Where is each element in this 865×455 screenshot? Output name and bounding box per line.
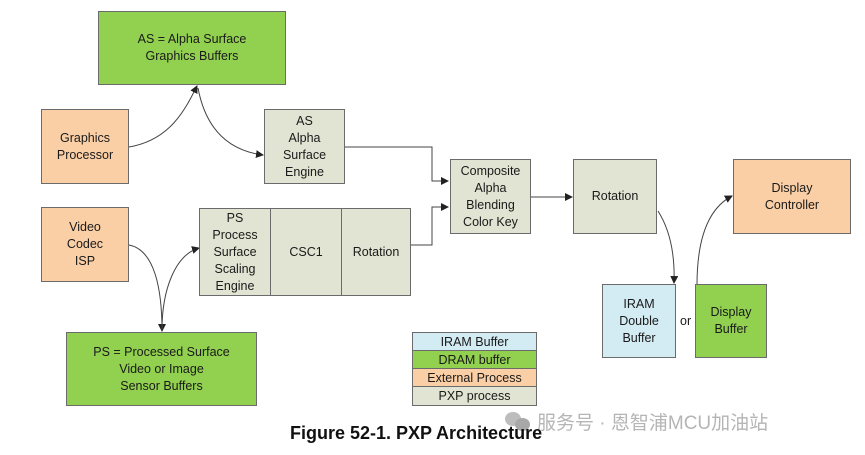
arrow-ps-rotation-to-composite <box>411 203 449 246</box>
or-label: or <box>680 314 692 328</box>
arrow-ps-buffers-to-ps-engine <box>161 246 200 331</box>
arrow-display-buffer-to-controller <box>696 195 733 286</box>
video-codec-isp-box: Video Codec ISP <box>41 207 129 282</box>
iram-double-buffer-box: IRAM Double Buffer <box>602 284 676 358</box>
csc1-box: CSC1 <box>271 209 342 295</box>
composite-alpha-blending-box: Composite Alpha Blending Color Key <box>450 159 531 234</box>
figure-caption: Figure 52-1. PXP Architecture <box>290 423 543 443</box>
arrow-as-buffers-to-as-engine <box>197 87 264 159</box>
ps-scaling-engine-box: PS Process Surface Scaling Engine <box>200 209 271 295</box>
display-buffer-box: Display Buffer <box>695 284 767 358</box>
ps-engine-group: PS Process Surface Scaling Engine CSC1 R… <box>199 208 411 296</box>
legend-external-process: External Process <box>413 369 536 387</box>
legend-pxp-process: PXP process <box>413 387 536 405</box>
legend-iram-buffer: IRAM Buffer <box>413 333 536 351</box>
arrow-rotation-to-iram <box>657 210 679 284</box>
ps-processed-surface-buffers-box: PS = Processed Surface Video or Image Se… <box>66 332 257 406</box>
wechat-icon <box>505 411 531 432</box>
graphics-processor-box: Graphics Processor <box>41 109 129 184</box>
watermark-text: 服务号 · 恩智浦MCU加油站 <box>537 413 769 434</box>
arrow-graphics-to-as-buffers <box>128 85 198 148</box>
ps-rotation-box: Rotation <box>352 244 400 259</box>
display-controller-box: Display Controller <box>733 159 851 234</box>
rotation-box: Rotation <box>573 159 657 234</box>
as-graphics-buffers-box: AS = Alpha Surface Graphics Buffers <box>98 11 286 85</box>
legend-dram-buffer: DRAM buffer <box>413 351 536 369</box>
watermark: 服务号 · 恩智浦MCU加油站 <box>505 408 768 435</box>
legend: IRAM Buffer DRAM buffer External Process… <box>412 332 537 406</box>
as-alpha-surface-engine-box: AS Alpha Surface Engine <box>264 109 345 184</box>
arrow-video-to-ps-buffers <box>128 244 166 332</box>
arrow-as-engine-to-composite <box>345 146 449 185</box>
